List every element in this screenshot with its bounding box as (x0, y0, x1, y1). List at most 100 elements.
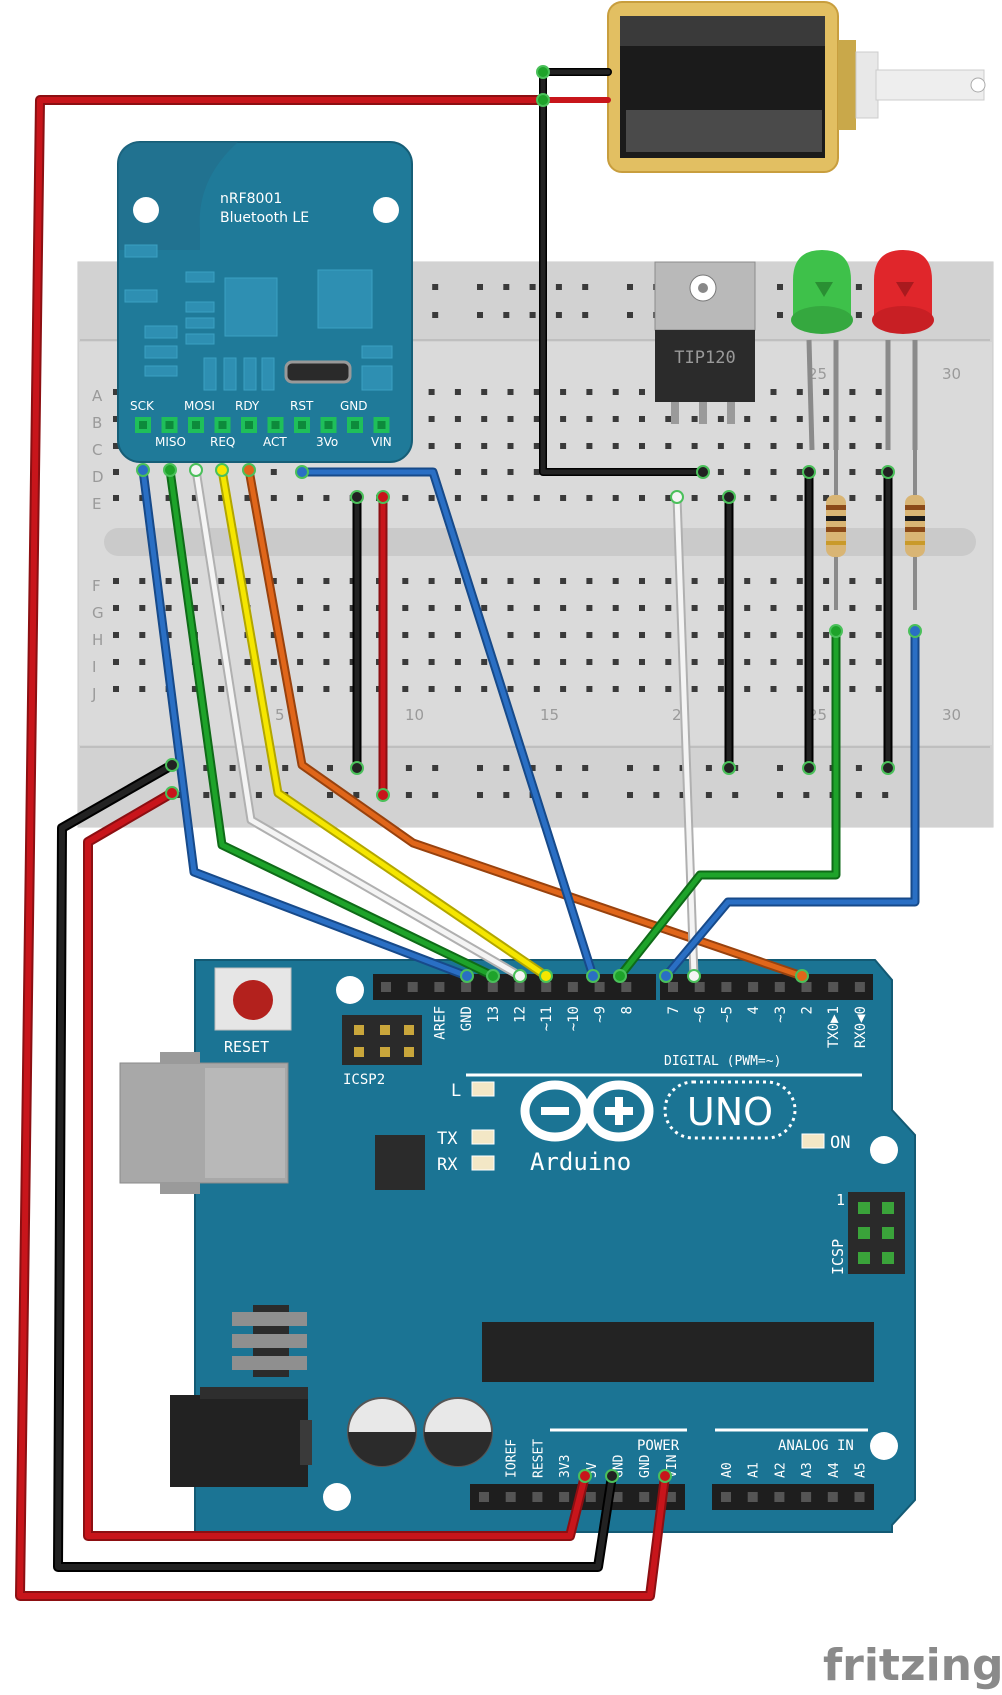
svg-text:RDY: RDY (235, 399, 260, 413)
breadboard-hole (507, 632, 514, 638)
breadboard-hole (533, 686, 540, 692)
breadboard-hole (639, 578, 645, 584)
wire-end-cap (295, 465, 309, 479)
breadboard-rail-hole (503, 792, 510, 798)
breadboard-hole (454, 578, 461, 584)
breadboard-rail-hole (732, 792, 739, 798)
breadboard-hole (770, 443, 777, 449)
wire-end-cap (513, 969, 527, 983)
uno-model: UNO (687, 1090, 773, 1134)
breadboard-hole (113, 659, 119, 665)
breadboard-rail-hole (432, 284, 439, 290)
breadboard-rail-hole (582, 765, 589, 771)
green-led (791, 250, 853, 451)
breadboard-hole (402, 495, 409, 501)
wire-end-cap (165, 786, 179, 800)
breadboard-hole (165, 578, 172, 584)
breadboard-rail-hole (705, 792, 712, 798)
breadboard-rail-hole (855, 284, 862, 290)
header-pin (612, 1492, 623, 1502)
breadboard-hole (770, 389, 777, 395)
breadboard-hole (507, 686, 514, 692)
breadboard-rail-hole (777, 792, 783, 798)
led-on (801, 1133, 825, 1149)
breadboard-hole (533, 443, 540, 449)
header-pin (747, 1492, 758, 1502)
breadboard-hole (717, 632, 724, 638)
breadboard-hole (402, 578, 409, 584)
breadboard-hole (770, 632, 777, 638)
breadboard-hole (875, 605, 882, 611)
power-pin-label: IOREF (505, 1439, 520, 1478)
wire-end-cap (536, 93, 550, 107)
breadboard-hole (796, 578, 803, 584)
reset-button[interactable] (214, 967, 292, 1031)
wire-end-cap (539, 969, 553, 983)
analog-pin-label: A2 (773, 1462, 788, 1478)
ble-pin-pad-inner (351, 421, 359, 429)
wire-end-cap (795, 969, 809, 983)
analog-label: ANALOG IN (778, 1438, 854, 1454)
wire-end-cap (908, 624, 922, 638)
analog-pin-label: A0 (720, 1462, 735, 1478)
breadboard-hole (507, 659, 514, 665)
ble-pin-pad-inner (245, 421, 253, 429)
digital-pin-label: ~6 (693, 1006, 709, 1023)
breadboard-hole (849, 686, 856, 692)
breadboard-hole (560, 605, 567, 611)
breadboard-hole (165, 605, 172, 611)
breadboard-hole (744, 659, 751, 665)
arduino-logo (520, 1080, 654, 1142)
breadboard-hole (481, 659, 488, 665)
breadboard-rail-hole (282, 765, 289, 771)
digital-pin-label: GND (459, 1006, 475, 1031)
breadboard-hole (270, 632, 277, 638)
header-pin (801, 1492, 812, 1502)
breadboard-hole (849, 443, 856, 449)
breadboard-rail-hole (582, 792, 589, 798)
reset-label: RESET (224, 1038, 269, 1056)
breadboard-hole (560, 443, 567, 449)
breadboard-hole (113, 578, 119, 584)
digital-pin-label: AREF (432, 1006, 448, 1040)
wire-end-cap (613, 969, 627, 983)
svg-text:MOSI: MOSI (184, 399, 215, 413)
breadboard-rail-hole (477, 765, 483, 771)
breadboard-hole (796, 443, 803, 449)
breadboard-rail-hole (327, 792, 333, 798)
breadboard-rail-hole (777, 284, 783, 290)
breadboard-hole (297, 632, 304, 638)
icsp2-label: ICSP2 (343, 1072, 385, 1088)
breadboard-hole (612, 416, 619, 422)
svg-text:I: I (92, 658, 96, 676)
svg-text:MISO: MISO (155, 435, 186, 449)
wire-end-cap (215, 463, 229, 477)
header-pin (505, 1492, 516, 1502)
breadboard-hole (533, 389, 540, 395)
breadboard-rail-hole (777, 312, 783, 318)
breadboard-hole (481, 495, 488, 501)
breadboard-hole (744, 469, 751, 475)
svg-text:REQ: REQ (210, 435, 235, 449)
svg-text:SCK: SCK (130, 399, 155, 413)
svg-text:10: 10 (405, 706, 424, 724)
breadboard-hole (612, 389, 619, 395)
breadboard-hole (639, 389, 645, 395)
breadboard-rail-hole (627, 312, 633, 318)
ble-title-line1: nRF8001 (220, 191, 282, 207)
header-pin (541, 982, 552, 992)
breadboard-hole (191, 495, 198, 501)
header-pin (854, 982, 865, 992)
breadboard-hole (139, 632, 146, 638)
power-pin-label: GND (638, 1454, 653, 1478)
digital-pin-label: ~10 (566, 1006, 582, 1031)
breadboard-rail-hole (555, 792, 562, 798)
breadboard-hole (691, 578, 698, 584)
breadboard-hole (849, 632, 856, 638)
analog-pin-label: A5 (854, 1462, 869, 1478)
header-pin (594, 982, 605, 992)
breadboard-hole (744, 416, 751, 422)
breadboard-hole (875, 443, 882, 449)
breadboard-hole (875, 389, 882, 395)
